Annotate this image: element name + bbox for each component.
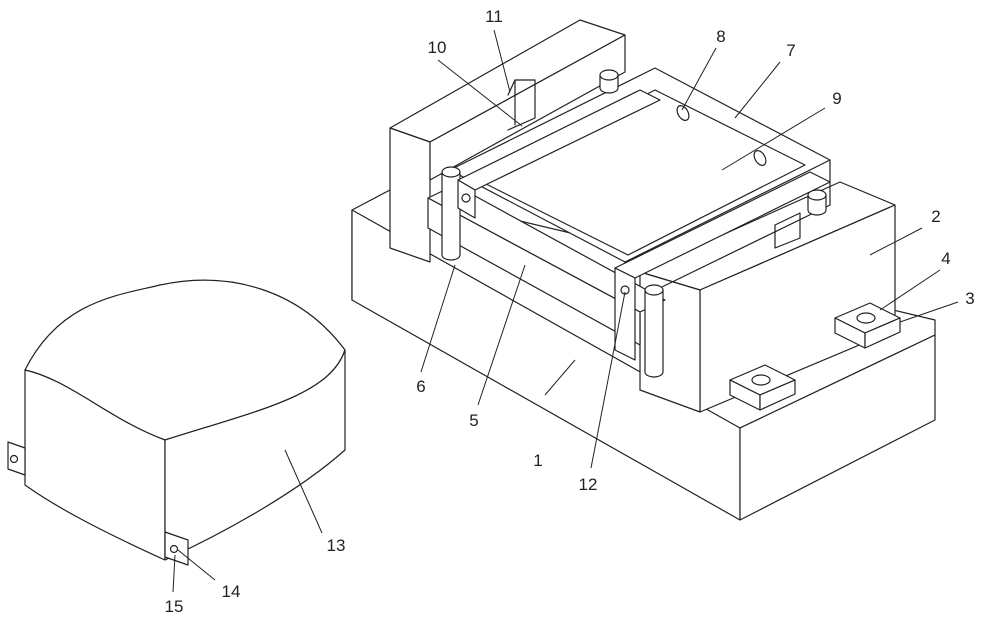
label-12: 12 xyxy=(579,475,598,494)
label-2: 2 xyxy=(931,207,940,226)
clamp-bars xyxy=(457,89,831,361)
leader-lines xyxy=(172,29,959,593)
label-7: 7 xyxy=(786,41,795,60)
label-10: 10 xyxy=(428,38,447,57)
clips xyxy=(7,441,189,566)
posts xyxy=(441,69,827,378)
label-15: 15 xyxy=(165,597,184,616)
label-3: 3 xyxy=(965,289,974,308)
label-5: 5 xyxy=(469,411,478,430)
label-1: 1 xyxy=(533,451,542,470)
label-9: 9 xyxy=(832,89,841,108)
label-4: 4 xyxy=(941,249,950,268)
bolt-holes xyxy=(676,105,767,166)
label-8: 8 xyxy=(716,27,725,46)
cover xyxy=(24,279,346,561)
label-11: 11 xyxy=(485,7,503,26)
label-13: 13 xyxy=(327,536,346,555)
label-6: 6 xyxy=(416,377,425,396)
label-14: 14 xyxy=(222,582,241,601)
part-labels: 1 2 3 4 5 6 7 8 9 10 11 12 13 14 15 xyxy=(165,7,975,616)
nut-blocks xyxy=(729,302,901,411)
